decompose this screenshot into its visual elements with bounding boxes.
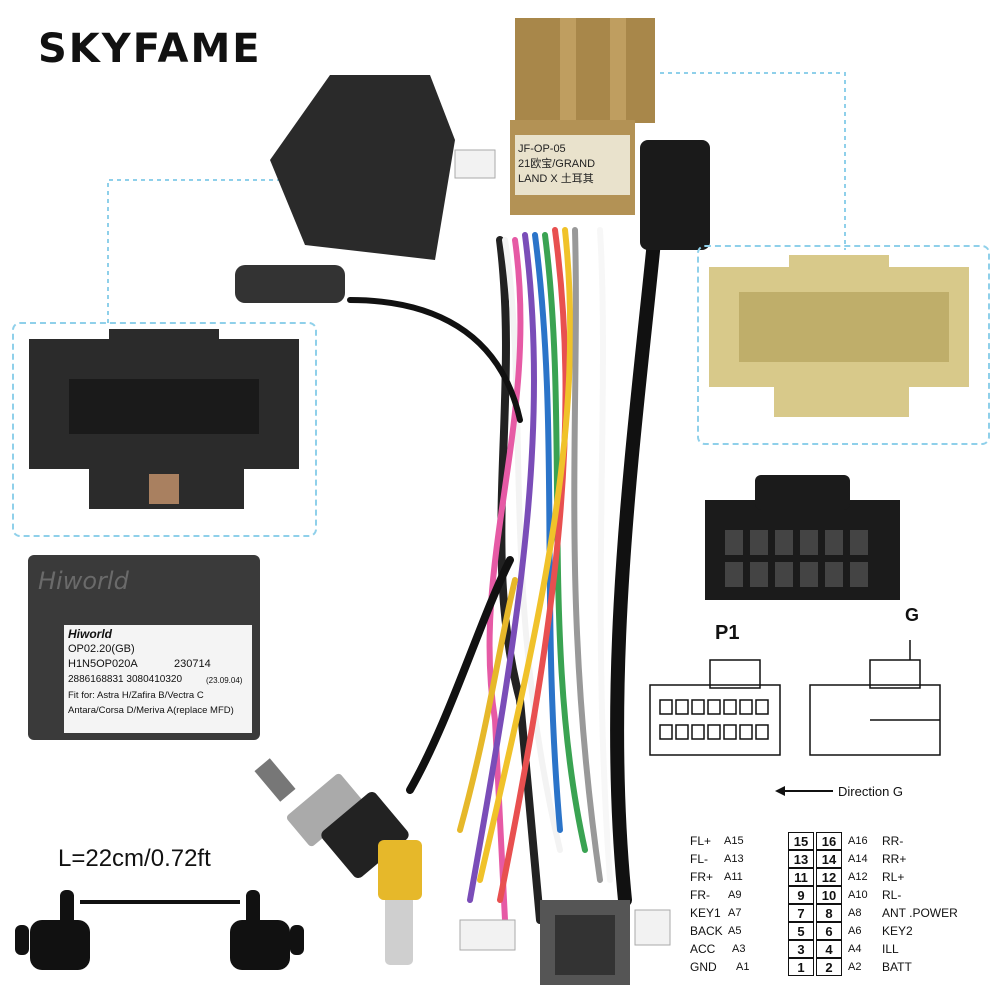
pin-16: 16 xyxy=(816,832,842,850)
pin-7: 7 xyxy=(788,904,814,922)
pin-code-a9: A9 xyxy=(728,889,742,901)
pin-code-a3: A3 xyxy=(732,943,746,955)
pin-code-a15: A15 xyxy=(724,835,744,847)
bottom-connectors xyxy=(459,900,671,985)
pin-4: 4 xyxy=(816,940,842,958)
pin-name-rl-minus: RL- xyxy=(882,888,902,902)
yellow-connector-top xyxy=(510,18,655,215)
pin-name-fr-plus: FR+ xyxy=(690,870,714,884)
pin-name-back: BACK xyxy=(690,924,723,938)
pinout-diagram: FL+ A15 15 FL- A13 13 FR+ A11 11 FR- A9 … xyxy=(688,832,1000,982)
module-logo: Hiworld xyxy=(38,567,129,595)
direction-label: Direction G xyxy=(838,784,904,799)
sticker-line3-date: (23.09.04) xyxy=(206,676,243,685)
leader-line-right xyxy=(660,72,846,250)
yellow-connector-face xyxy=(709,255,969,417)
head-unit-socket xyxy=(705,475,900,600)
pin-name-fl-plus: FL+ xyxy=(690,834,712,848)
yellow-label-3: LAND X 土耳其 xyxy=(518,172,594,185)
pin-name-rr-minus: RR- xyxy=(882,834,904,848)
pin-15: 15 xyxy=(788,832,814,850)
pin-6: 6 xyxy=(816,922,842,940)
pin-code-a14: A14 xyxy=(848,853,868,865)
pin-2: 2 xyxy=(816,958,842,976)
module-sticker: Hiworld OP02.20(GB) H1N5OP020A 230714 28… xyxy=(64,625,252,733)
pin-11: 11 xyxy=(788,868,814,886)
pin-name-fl-minus: FL- xyxy=(690,852,708,866)
sticker-line2-right: 230714 xyxy=(174,658,211,670)
pin-code-a7: A7 xyxy=(728,907,742,919)
pin-14: 14 xyxy=(816,850,842,868)
pin-code-a4: A4 xyxy=(848,943,862,955)
pin-code-a16: A16 xyxy=(848,835,868,847)
pin-name-key1: KEY1 xyxy=(690,906,721,920)
sticker-brand: Hiworld xyxy=(68,627,112,641)
pin-10: 10 xyxy=(816,886,842,904)
pin-name-rr-plus: RR+ xyxy=(882,852,907,866)
hand-icon-left xyxy=(15,890,90,970)
black-connector-face xyxy=(29,329,299,509)
pin-name-gnd: GND xyxy=(690,960,717,974)
black-connector-top xyxy=(270,75,496,260)
wire-bundle xyxy=(347,173,667,924)
sticker-line4: Fit for: Astra H/Zafira B/Vectra C xyxy=(68,690,204,701)
canbus-module: Hiworld Hiworld OP02.20(GB) H1N5OP020A 2… xyxy=(28,555,260,740)
connector-line-drawings xyxy=(649,640,941,756)
pin-code-a6: A6 xyxy=(848,925,862,937)
pin-name-ant-power: ANT .POWER xyxy=(882,906,958,920)
pin-1: 1 xyxy=(788,958,814,976)
pin-3: 3 xyxy=(788,940,814,958)
pin-9: 9 xyxy=(788,886,814,904)
arrow-left-icon xyxy=(775,786,833,796)
pin-13: 13 xyxy=(788,850,814,868)
pin-name-ill: ILL xyxy=(882,942,899,956)
p1-label: P1 xyxy=(715,622,740,644)
pin-name-rl-plus: RL+ xyxy=(882,870,905,884)
pin-code-a5: A5 xyxy=(728,925,742,937)
antenna-plug xyxy=(235,140,710,303)
pin-name-fr-minus: FR- xyxy=(690,888,710,902)
pin-code-a2: A2 xyxy=(848,961,862,973)
connector-detail-left-frame xyxy=(12,322,317,537)
pin-code-a10: A10 xyxy=(848,889,868,901)
rca-yellow-plug xyxy=(378,840,422,965)
g-label: G xyxy=(905,605,920,625)
sticker-line5: Antara/Corsa D/Meriva A(replace MFD) xyxy=(68,705,234,716)
pin-code-a1: A1 xyxy=(736,961,750,973)
pin-name-acc: ACC xyxy=(690,942,716,956)
sticker-line2-left: H1N5OP020A xyxy=(68,658,138,670)
pin-code-a11: A11 xyxy=(724,871,743,883)
length-label: L=22cm/0.72ft xyxy=(58,845,211,872)
antenna-adapter xyxy=(254,758,409,879)
brand-logo: SKYFAME xyxy=(38,26,262,72)
hand-icon-right xyxy=(230,890,304,970)
connector-detail-right-frame xyxy=(697,245,990,445)
sticker-line1: OP02.20(GB) xyxy=(68,643,135,655)
yellow-label-2: 21欧宝/GRAND xyxy=(518,156,595,170)
sticker-line3: 2886168831 3080410320 xyxy=(68,674,183,685)
yellow-label-1: JF-OP-05 xyxy=(518,143,566,155)
pin-8: 8 xyxy=(816,904,842,922)
pin-name-key2: KEY2 xyxy=(882,924,913,938)
pin-code-a12: A12 xyxy=(848,871,868,883)
pin-code-a8: A8 xyxy=(848,907,862,919)
pin-5: 5 xyxy=(788,922,814,940)
pin-name-batt: BATT xyxy=(882,960,912,974)
pin-12: 12 xyxy=(816,868,842,886)
pin-code-a13: A13 xyxy=(724,853,744,865)
